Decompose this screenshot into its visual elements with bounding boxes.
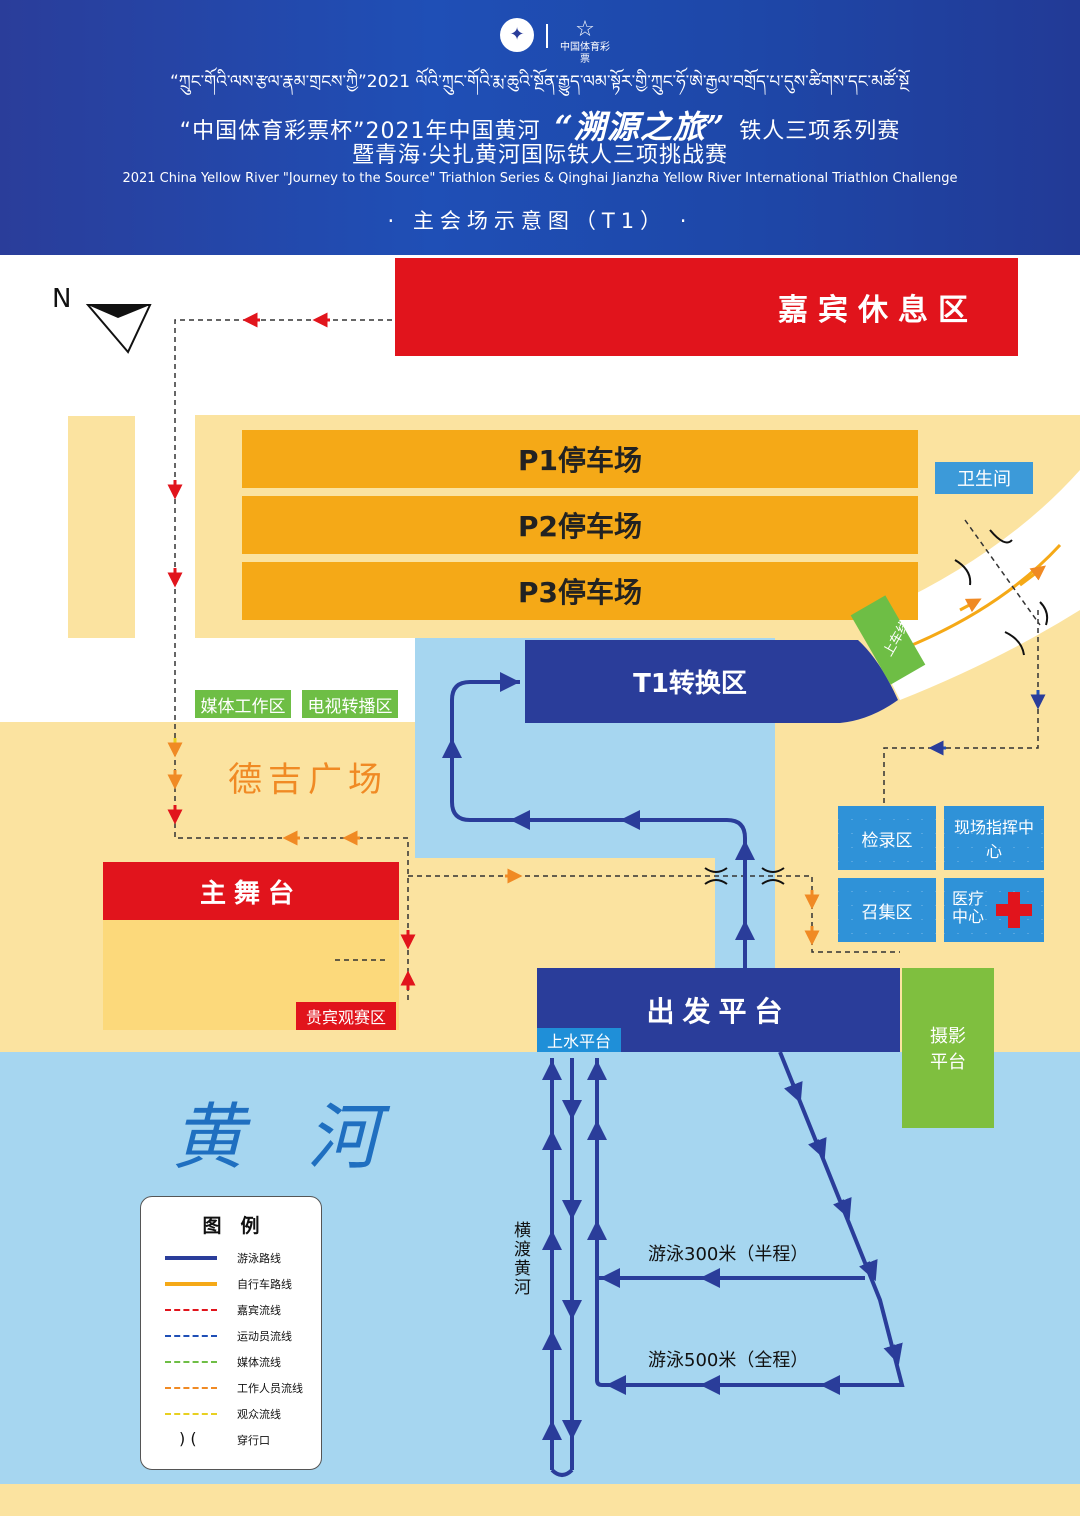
medical-center: 医疗中心 (944, 878, 1044, 942)
legend-item: 观众流线 (165, 1403, 315, 1429)
command-center: 现场指挥中心 (944, 806, 1044, 870)
legend-item: 游泳路线 (165, 1247, 315, 1273)
legend-title: 图 例 (202, 1215, 260, 1237)
parking-p1-label: P1停车场 (517, 444, 642, 477)
legend-swatch (165, 1309, 217, 1311)
media-work-area: 媒体工作区 (195, 690, 291, 718)
check-in-label: 检录区 (861, 830, 913, 851)
legend-item: 自行车路线 (165, 1273, 315, 1299)
call-area-label: 召集区 (861, 902, 913, 923)
vip-viewing-area: 贵宾观赛区 (296, 1002, 396, 1030)
vip-viewing-label: 贵宾观赛区 (305, 1008, 386, 1027)
legend-item-label: 工作人员流线 (237, 1382, 303, 1395)
toilet-label: 卫生间 (957, 469, 1011, 490)
lottery-star-icon: ☆ (575, 17, 595, 42)
photo-platform-label: 摄影平台 (930, 1026, 966, 1073)
event-title-line2: 暨青海·尖扎黄河国际铁人三项挑战赛 (352, 143, 728, 168)
legend-swatch (165, 1335, 217, 1337)
legend-item: 工作人员流线 (165, 1377, 315, 1403)
title-pre: “中国体育彩票杯”2021年中国黄河 (179, 119, 541, 144)
legend-items: 游泳路线自行车路线嘉宾流线运动员流线媒体流线工作人员流线观众流线 ) ( 穿行口 (165, 1247, 315, 1455)
title-post: 铁人三项系列赛 (739, 119, 901, 144)
command-label: 现场指挥中心 (954, 818, 1035, 861)
check-in-area: 检录区 (838, 806, 936, 870)
media-work-label: 媒体工作区 (200, 696, 286, 717)
left-sand-strip (68, 416, 135, 638)
cross-river-text: 横渡黄河 (514, 1221, 531, 1298)
compass-text: N (52, 284, 72, 314)
parking-p3: P3停车场 (242, 562, 918, 620)
main-stage-label: 主舞台 (199, 878, 302, 909)
tv-broadcast-area: 电视转播区 (302, 690, 398, 718)
plaza-label: 德吉广场 (228, 760, 388, 800)
parking-p3-label: P3停车场 (517, 576, 642, 609)
swim-500-label: 游泳500米（全程） (648, 1346, 808, 1372)
vip-lounge: 嘉宾休息区 (395, 258, 1018, 356)
photo-platform: 摄影平台 (902, 968, 994, 1128)
toilet: 卫生间 (935, 462, 1033, 494)
legend-swatch (165, 1361, 217, 1363)
legend-swatch (165, 1256, 217, 1260)
bottom-shore (0, 1484, 1080, 1516)
river-label: 黄 河 (172, 1078, 399, 1183)
compass-arrow-icon (85, 304, 152, 354)
legend-item-label: 自行车路线 (237, 1278, 292, 1291)
title-calligraphy: “溯源之旅” (554, 108, 726, 146)
t1-label: T1转换区 (633, 669, 747, 699)
swim-300-label: 游泳300米（半程） (648, 1240, 808, 1266)
water-entry-platform: 上水平台 (537, 1028, 621, 1052)
call-area: 召集区 (838, 878, 936, 942)
legend-item-label: 嘉宾流线 (237, 1304, 281, 1317)
map-subtitle: · 主会场示意图（T1） · (387, 209, 693, 233)
lottery-logo-text: 中国体育彩票 (560, 42, 610, 65)
crossing-mark-icon (704, 529, 1049, 885)
sports-lottery-logo: ☆ 中国体育彩票 (560, 17, 610, 66)
cross-river-label: 横渡黄河 (514, 1222, 536, 1298)
legend-item-label: 穿行口 (237, 1434, 270, 1447)
legend-item-label: 观众流线 (237, 1408, 281, 1421)
logo-row: ✦ ☆ 中国体育彩票 (0, 17, 1080, 66)
swim-500-text: 游泳500米（全程） (648, 1350, 809, 1371)
compass-label: N (52, 284, 71, 314)
triathlon-logo-icon: ✦ (500, 18, 534, 52)
legend-item-label: 运动员流线 (237, 1330, 292, 1343)
legend-swatch (165, 1282, 217, 1286)
event-title-english: 2021 China Yellow River "Journey to the … (122, 171, 958, 186)
swim-300-text: 游泳300米（半程） (648, 1244, 809, 1265)
parking-p1: P1停车场 (242, 430, 918, 488)
parking-p2: P2停车场 (242, 496, 918, 554)
legend-item: 媒体流线 (165, 1351, 315, 1377)
deji-plaza: 德吉广场 (228, 752, 388, 801)
header-banner: ✦ ☆ 中国体育彩票 “ཀྲུང་གོའི་ལས་རྩལ་རྣམ་གྲངས་ཀྱ… (0, 0, 1080, 255)
tv-broadcast-label: 电视转播区 (307, 696, 393, 717)
t1-transition: T1转换区 (525, 640, 855, 723)
medical-label: 医疗中心 (952, 889, 985, 926)
logo-divider (546, 24, 548, 48)
legend-swatch: ) ( (179, 1429, 197, 1448)
start-platform-label: 出发平台 (646, 995, 791, 1028)
legend-item-label: 媒体流线 (237, 1356, 281, 1369)
water-entry-label: 上水平台 (546, 1032, 611, 1051)
event-title: “中国体育彩票杯”2021年中国黄河 “溯源之旅” 铁人三项系列赛 (0, 102, 1080, 148)
tibetan-title: “ཀྲུང་གོའི་ལས་རྩལ་རྣམ་གྲངས་ཀྱི”2021 ལོའི… (170, 72, 910, 92)
parking-p2-label: P2停车场 (517, 510, 642, 543)
vip-lounge-label: 嘉宾休息区 (778, 293, 978, 328)
red-cross-icon (996, 892, 1032, 928)
legend-item: ) ( 穿行口 (165, 1429, 315, 1455)
legend-swatch (165, 1413, 217, 1415)
main-stage: 主舞台 (103, 862, 399, 920)
legend-swatch (165, 1387, 217, 1389)
river-label-text: 黄 河 (172, 1095, 399, 1179)
legend-item-label: 游泳路线 (237, 1252, 281, 1265)
legend: 图 例 游泳路线自行车路线嘉宾流线运动员流线媒体流线工作人员流线观众流线 ) ( 穿… (140, 1196, 322, 1470)
legend-item: 嘉宾流线 (165, 1299, 315, 1325)
legend-item: 运动员流线 (165, 1325, 315, 1351)
